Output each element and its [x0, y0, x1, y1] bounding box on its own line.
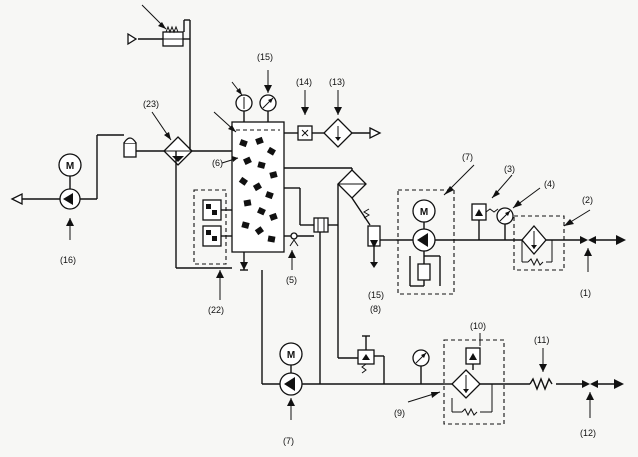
- label-7-top: (7): [462, 152, 473, 162]
- relief-valve-lower: [357, 335, 385, 384]
- label-15-bottom: (15): [368, 290, 384, 300]
- motor-7-bottom-symbol: M: [287, 350, 295, 361]
- label-1: (1): [580, 288, 591, 298]
- pump-7-top: M (7): [396, 152, 475, 295]
- valve-12: (12): [580, 379, 624, 438]
- pump-7-bottom: M (7): [261, 270, 444, 446]
- gauge-9: (9): [394, 349, 441, 418]
- component-14: (14): [284, 77, 326, 141]
- tank-gauges: (15): [231, 52, 277, 122]
- motor-7-top-symbol: M: [420, 207, 428, 218]
- valve-3: (3): [471, 164, 515, 240]
- label-23: (23): [143, 99, 159, 109]
- label-8: (8): [370, 304, 381, 314]
- label-3: (3): [504, 164, 515, 174]
- check-valve-11: (11): [529, 335, 582, 391]
- label-4: (4): [544, 179, 555, 189]
- label-6-tank: (6): [212, 158, 223, 168]
- label-9: (9): [394, 408, 405, 418]
- filter-13: (13): [323, 77, 382, 148]
- valve-block-22: (22): [175, 151, 232, 315]
- component-5: (5): [284, 184, 339, 285]
- filter-10: (10): [443, 321, 530, 425]
- pump-16: M (16): [10, 134, 164, 265]
- filter-8: (15) (8): [284, 167, 396, 314]
- valve-1: (1): [580, 235, 626, 298]
- label-11: (11): [534, 335, 549, 345]
- label-22: (22): [208, 305, 224, 315]
- filter-2: (2): [470, 195, 593, 271]
- label-5: (5): [286, 275, 297, 285]
- label-15-top: (15): [257, 52, 273, 62]
- tank-6: (6): [212, 121, 285, 271]
- label-13: (13): [329, 77, 345, 87]
- label-16: (16): [60, 255, 76, 265]
- cooler-23: (23): [127, 4, 232, 166]
- label-12: (12): [580, 428, 596, 438]
- tank-elements: [238, 136, 278, 243]
- motor-16-symbol: M: [66, 161, 74, 172]
- label-7-bottom: (7): [283, 436, 294, 446]
- label-10: (10): [470, 321, 486, 331]
- label-2: (2): [582, 195, 593, 205]
- label-14: (14): [296, 77, 312, 87]
- gauge-4: (4): [496, 179, 555, 240]
